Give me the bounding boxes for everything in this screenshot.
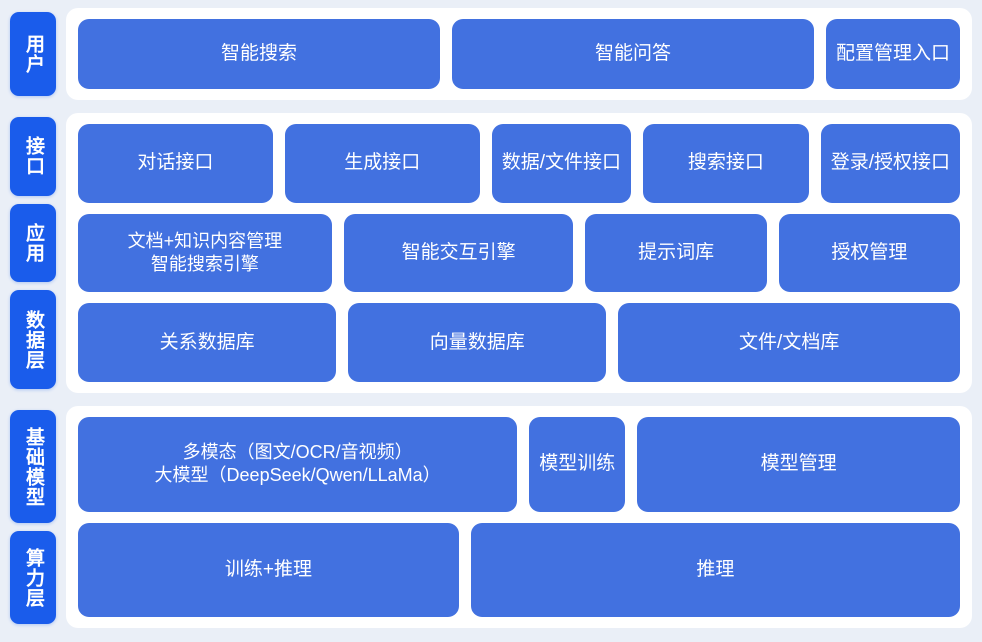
rail-tab-compute-layer[interactable]: 算力层	[10, 531, 56, 624]
card-authorization-management[interactable]: 授权管理	[778, 213, 960, 293]
card-model-management[interactable]: 模型管理	[637, 417, 960, 512]
card-model-training[interactable]: 模型训练	[529, 417, 626, 512]
panel-bottom: 多模态（图文/OCR/音视频） 大模型（DeepSeek/Qwen/LLaMa）…	[66, 406, 972, 628]
section-middle: 接口 应用 数据层 对话接口 生成接口 数据/文件接口 搜索接口 登录/授权接口…	[10, 113, 972, 393]
rail-tab-interface[interactable]: 接口	[10, 117, 56, 196]
row-user-entries: 智能搜索 智能问答 配置管理入口	[78, 19, 961, 89]
card-smart-interaction-engine[interactable]: 智能交互引擎	[343, 213, 574, 293]
card-search-api[interactable]: 搜索接口	[643, 124, 809, 203]
card-prompt-library[interactable]: 提示词库	[585, 213, 767, 293]
card-smart-qa[interactable]: 智能问答	[452, 19, 814, 89]
card-relational-database[interactable]: 关系数据库	[78, 303, 337, 383]
rail-tab-foundation-model[interactable]: 基础模型	[10, 410, 56, 523]
section-user: 用户 智能搜索 智能问答 配置管理入口	[10, 8, 972, 100]
card-data-file-api[interactable]: 数据/文件接口	[491, 124, 631, 203]
rail-user: 用户	[10, 8, 56, 100]
rail-tab-application[interactable]: 应用	[10, 203, 56, 283]
rail-middle: 接口 应用 数据层	[10, 113, 56, 393]
rail-tab-data-layer[interactable]: 数据层	[10, 290, 56, 390]
row-data: 关系数据库 向量数据库 文件/文档库	[78, 303, 960, 383]
card-config-management-entry[interactable]: 配置管理入口	[826, 19, 961, 89]
row-interface: 对话接口 生成接口 数据/文件接口 搜索接口 登录/授权接口	[78, 124, 960, 203]
rail-tab-user[interactable]: 用户	[10, 12, 56, 96]
panel-middle: 对话接口 生成接口 数据/文件接口 搜索接口 登录/授权接口 文档+知识内容管理…	[66, 113, 972, 393]
card-generation-api[interactable]: 生成接口	[284, 124, 480, 203]
card-multimodal-large-model[interactable]: 多模态（图文/OCR/音视频） 大模型（DeepSeek/Qwen/LLaMa）	[78, 417, 518, 512]
card-file-document-store[interactable]: 文件/文档库	[618, 303, 960, 383]
card-dialog-api[interactable]: 对话接口	[78, 124, 273, 203]
section-bottom: 基础模型 算力层 多模态（图文/OCR/音视频） 大模型（DeepSeek/Qw…	[10, 406, 972, 628]
card-login-auth-api[interactable]: 登录/授权接口	[820, 124, 960, 203]
card-inference[interactable]: 推理	[470, 522, 960, 617]
panel-user: 智能搜索 智能问答 配置管理入口	[66, 8, 972, 100]
row-foundation-model: 多模态（图文/OCR/音视频） 大模型（DeepSeek/Qwen/LLaMa）…	[78, 417, 960, 512]
card-doc-knowledge-and-search-engine[interactable]: 文档+知识内容管理 智能搜索引擎	[78, 213, 332, 293]
card-smart-search[interactable]: 智能搜索	[78, 19, 440, 89]
card-vector-database[interactable]: 向量数据库	[348, 303, 607, 383]
row-compute: 训练+推理 推理	[78, 522, 960, 617]
card-training-plus-inference[interactable]: 训练+推理	[78, 522, 459, 617]
row-application: 文档+知识内容管理 智能搜索引擎 智能交互引擎 提示词库 授权管理	[78, 213, 960, 293]
rail-bottom: 基础模型 算力层	[10, 406, 56, 628]
